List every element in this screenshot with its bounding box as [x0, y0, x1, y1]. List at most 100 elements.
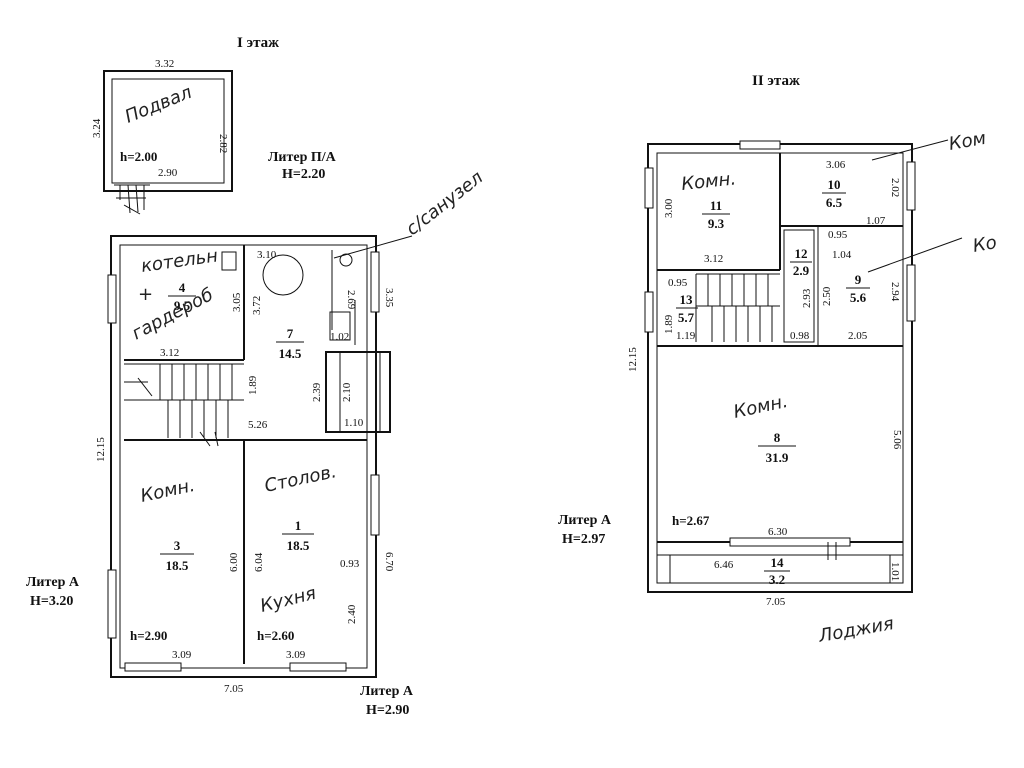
- second-floor-title: II этаж: [752, 73, 800, 89]
- dim-r9-bottom: 2.05: [848, 330, 868, 342]
- room-12-area: 2.9: [793, 263, 810, 278]
- dim-r12-a: 0.95: [828, 229, 848, 241]
- litera-a-bottom-name: Литер А: [360, 684, 414, 699]
- room-8-area: 31.9: [766, 450, 789, 465]
- room-11: 11 9.3: [702, 198, 730, 231]
- handwriting-r11: Комн.: [680, 168, 737, 195]
- litera-a-sf-height: H=2.97: [562, 532, 605, 547]
- dim-r10-right: 2.02: [889, 178, 901, 197]
- dim-r8-bottom: 6.30: [768, 526, 788, 538]
- first-floor-title: I этаж: [237, 35, 279, 51]
- dim-basement-bottom: 2.90: [158, 167, 178, 179]
- dim-r11-left: 3.00: [663, 198, 675, 218]
- dim-ff-outer-left: 12.15: [95, 437, 107, 462]
- handwriting-r4-a: котельн: [140, 245, 220, 277]
- room-10-area: 6.5: [826, 195, 843, 210]
- room-13-number: 13: [680, 292, 694, 307]
- room-3: 3 18.5: [160, 538, 194, 573]
- dim-r3-right: 6.00: [228, 552, 240, 572]
- room-1-area: 18.5: [287, 538, 310, 553]
- dim-basement-top: 3.32: [155, 58, 174, 70]
- room-14-number: 14: [771, 555, 785, 570]
- handwriting-callout-top: Ком: [947, 128, 987, 155]
- room-8: 8 31.9: [758, 430, 796, 465]
- room-1: 1 18.5: [282, 518, 314, 553]
- dim-r7-a: 3.72: [251, 296, 263, 315]
- litera-a-left-height: H=3.20: [30, 594, 73, 609]
- room-4: 4 9.5: [168, 280, 196, 313]
- dim-r4-bottom: 3.12: [160, 347, 179, 359]
- room-13: 13 5.7: [676, 292, 698, 325]
- dim-r7-f: 2.10: [341, 382, 353, 402]
- dim-r7-bottom: 5.26: [248, 419, 268, 431]
- room-8-height: h=2.67: [672, 513, 710, 528]
- room-9-number: 9: [855, 272, 862, 287]
- room-14-area: 3.2: [769, 572, 785, 587]
- room-3-height: h=2.90: [130, 628, 167, 643]
- room-3-number: 3: [174, 538, 181, 553]
- litera-pa-name: Литер П/А: [268, 150, 337, 165]
- litera-a-left-name: Литер А: [26, 575, 80, 590]
- handwriting-r4-b: +: [138, 284, 153, 305]
- basement-height: h=2.00: [120, 149, 157, 164]
- litera-pa-height: H=2.20: [282, 167, 325, 182]
- dim-r13-left: 1.89: [663, 314, 675, 334]
- room-12: 12 2.9: [790, 246, 812, 278]
- dim-r7-b: 2.69: [345, 290, 357, 310]
- room-4-number: 4: [179, 280, 186, 295]
- dim-r11-bottom: 3.12: [704, 253, 723, 265]
- room-10: 10 6.5: [822, 177, 846, 210]
- room-10-number: 10: [828, 177, 841, 192]
- second-floor-plan: 12.15 7.05 3.00 3.12 3.06 2.02 1.07 0.95…: [627, 140, 916, 608]
- dim-r7-e: 2.39: [311, 382, 323, 402]
- dim-r14-a: 6.46: [714, 559, 734, 571]
- dim-r10-a: 1.07: [866, 215, 886, 227]
- dim-sf-outer-left: 12.15: [627, 347, 639, 372]
- dim-r1-left: 6.04: [253, 552, 265, 572]
- dim-ff-outer-right: 6.70: [383, 552, 395, 572]
- room-4-area: 9.5: [174, 298, 191, 313]
- dim-r8-right: 5.06: [891, 430, 903, 450]
- room-13-area: 5.7: [678, 310, 695, 325]
- dim-r13-top: 0.95: [668, 277, 688, 289]
- dim-basement-right: 2.82: [217, 134, 229, 153]
- first-floor-stair: [124, 363, 244, 438]
- dim-sf-outer-bottom: 7.05: [766, 596, 786, 608]
- room-3-area: 18.5: [166, 558, 189, 573]
- dim-r1-b: 2.40: [346, 604, 358, 624]
- handwriting-basement: Подвал: [122, 82, 195, 128]
- handwriting-r1-a: Столов.: [263, 461, 339, 497]
- dim-r12-c: 2.93: [801, 288, 813, 308]
- room-9-area: 5.6: [850, 290, 867, 305]
- handwriting-r3: Комн.: [139, 475, 197, 507]
- dim-r9-a: 0.98: [790, 330, 810, 342]
- room-11-area: 9.3: [708, 216, 725, 231]
- dim-r10-top: 3.06: [826, 159, 846, 171]
- first-floor-plan: 12.15 7.05 3.05 3.12 3.10 3.72 2.69 1.02…: [95, 167, 487, 695]
- handwriting-callout-loggia: Лоджия: [816, 613, 895, 647]
- room-14: 14 3.2: [764, 555, 790, 587]
- room-1-number: 1: [295, 518, 302, 533]
- dim-r1-a: 0.93: [340, 558, 360, 570]
- dim-r14-right: 1.01: [889, 562, 901, 581]
- dim-r9-right: 2.94: [889, 282, 901, 302]
- room-11-number: 11: [710, 198, 722, 213]
- handwriting-r8: Комн.: [732, 391, 790, 423]
- room-7-number: 7: [287, 326, 294, 341]
- basement-plan: 3.32 3.24 2.82 2.90 h=2.00 Подвал: [91, 58, 233, 215]
- dim-r7-d: 1.89: [247, 375, 259, 395]
- room-7: 7 14.5: [276, 326, 304, 361]
- dim-r7-top: 3.10: [257, 249, 277, 261]
- handwriting-r1-b: Кухня: [258, 583, 318, 617]
- litera-a-bottom-height: H=2.90: [366, 703, 409, 718]
- dim-r4-left: 3.05: [231, 292, 243, 312]
- dim-r7-c: 1.02: [330, 331, 349, 343]
- room-7-area: 14.5: [279, 346, 302, 361]
- litera-a-sf-name: Литер А: [558, 513, 612, 528]
- handwriting-callout-mid: Ко: [971, 232, 998, 257]
- second-floor-stair: [695, 273, 780, 342]
- handwriting-callout-bathroom: с/санузел: [402, 167, 487, 240]
- basement-stair: [114, 184, 150, 215]
- dim-r9-left: 2.50: [821, 286, 833, 306]
